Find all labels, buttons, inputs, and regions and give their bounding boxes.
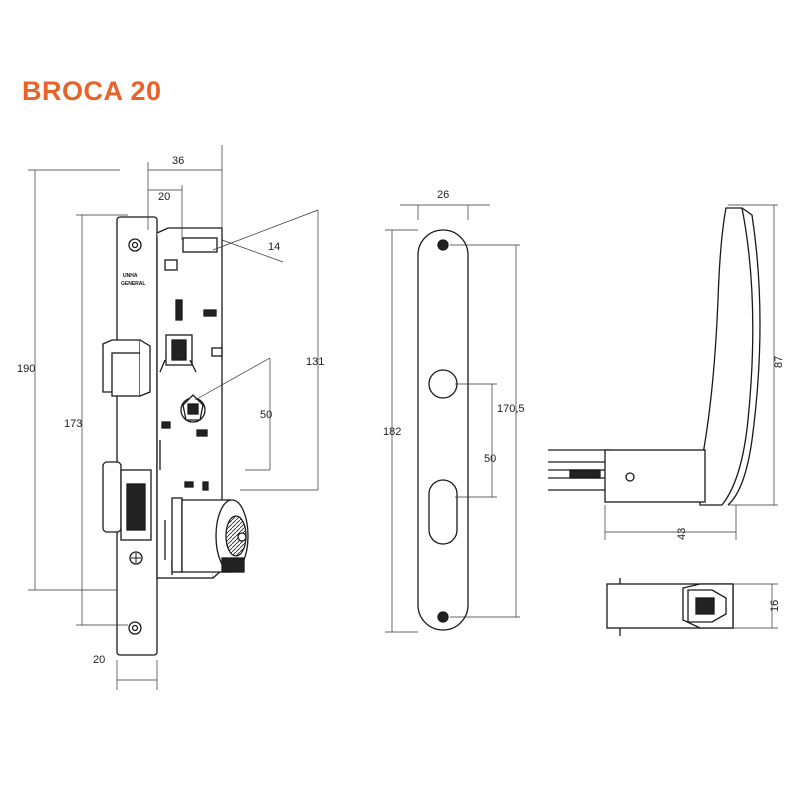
- handle-dimensions: [604, 204, 778, 540]
- lock-body-dimension-labels: 190 173 36 20 14 131 50 20: [17, 155, 324, 666]
- dim-20-top-label: 20: [158, 191, 170, 203]
- euro-cylinder: [171, 497, 249, 573]
- dim-173-label: 173: [64, 418, 82, 430]
- escutcheon-dimensions: [385, 204, 520, 633]
- dim-36-label: 36: [172, 155, 184, 167]
- escutcheon-screw-bottom: [437, 611, 449, 623]
- dim-16-label: 16: [769, 600, 781, 612]
- faceplate-screw-bottom: [128, 621, 142, 635]
- dim-190-label: 190: [17, 363, 35, 375]
- dim-131-label: 131: [306, 356, 324, 368]
- escutcheon-plate: [417, 229, 469, 631]
- brand-line-1: UNHA: [123, 273, 138, 279]
- escutcheon-screw-top: [437, 239, 449, 251]
- faceplate-screw-top: [128, 238, 142, 252]
- faceplate-screw-middle: [129, 551, 143, 565]
- handle-side-drawing: [548, 207, 761, 506]
- dim-182-label: 182: [383, 426, 401, 438]
- lock-body-dimensions: [28, 145, 319, 690]
- escutcheon-dimension-labels: 26 182 170,5 50: [383, 189, 525, 465]
- dim-87-label: 87: [773, 356, 785, 368]
- cylinder-slot: [428, 479, 458, 545]
- latch-bolt: [102, 339, 151, 397]
- dim-170-5-label: 170,5: [497, 403, 525, 415]
- handle-bottom-drawing: [606, 578, 734, 636]
- handle-hole: [428, 369, 458, 399]
- handle-dimension-labels: 87 43: [676, 356, 785, 540]
- escutcheon-plate-drawing: [417, 229, 469, 631]
- handle-bottom-dimensions: [733, 583, 778, 629]
- dim-43-label: 43: [676, 528, 688, 540]
- dead-bolt: [102, 461, 152, 541]
- lock-mechanism: [159, 299, 223, 575]
- dim-26-label: 26: [437, 189, 449, 201]
- dim-14-label: 14: [268, 241, 280, 253]
- handle-lever: [699, 207, 754, 506]
- dim-50-lock-label: 50: [260, 409, 272, 421]
- dim-20-bottom-label: 20: [93, 654, 105, 666]
- lock-body-drawing: [102, 216, 249, 656]
- page-title: BROCA 20: [22, 76, 162, 106]
- brand-line-2: GENERAL: [121, 281, 145, 287]
- handle-rose: [604, 449, 706, 503]
- dim-50-escutcheon-label: 50: [484, 453, 496, 465]
